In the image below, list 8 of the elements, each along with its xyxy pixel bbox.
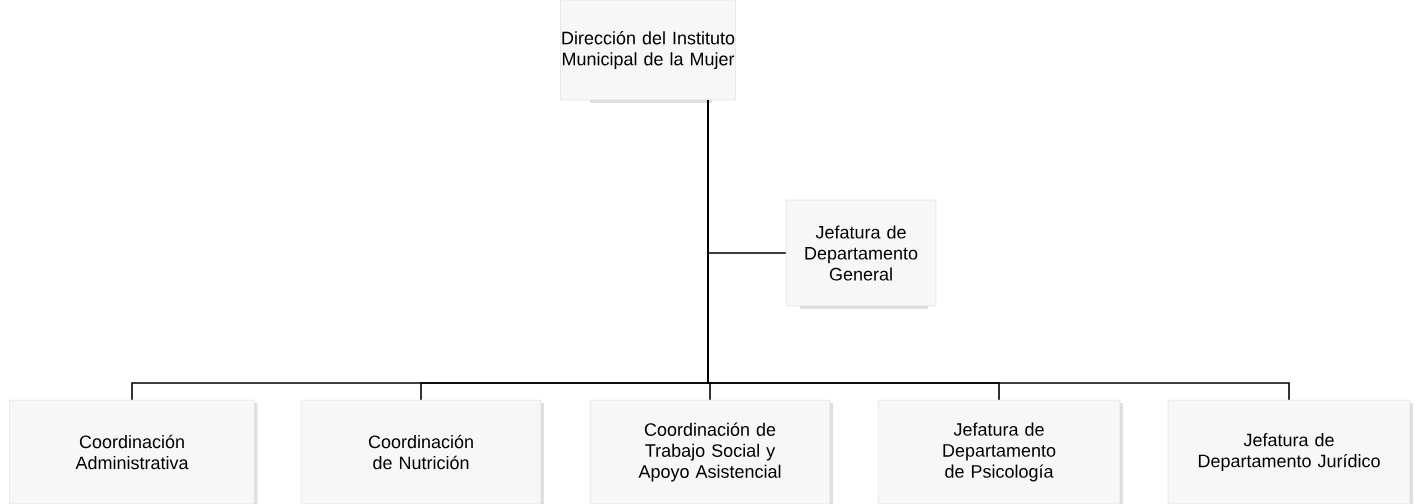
org-box: Coordinación de Nutrición	[300, 399, 544, 504]
org-box: Jefatura de Departamento General	[785, 199, 937, 309]
org-box: Coordinación de Trabajo Social y Apoyo Asistencial	[589, 399, 833, 504]
org-box: Jefatura de Departamento de Psicología	[877, 399, 1123, 504]
connector-line	[707, 99, 1290, 401]
org-box: Coordinación Administrativa	[9, 399, 258, 504]
org-box: Jefatura de Departamento Jurídico	[1167, 399, 1413, 504]
org-box: Dirección del Instituto Municipal de la Mujer	[560, 0, 736, 103]
